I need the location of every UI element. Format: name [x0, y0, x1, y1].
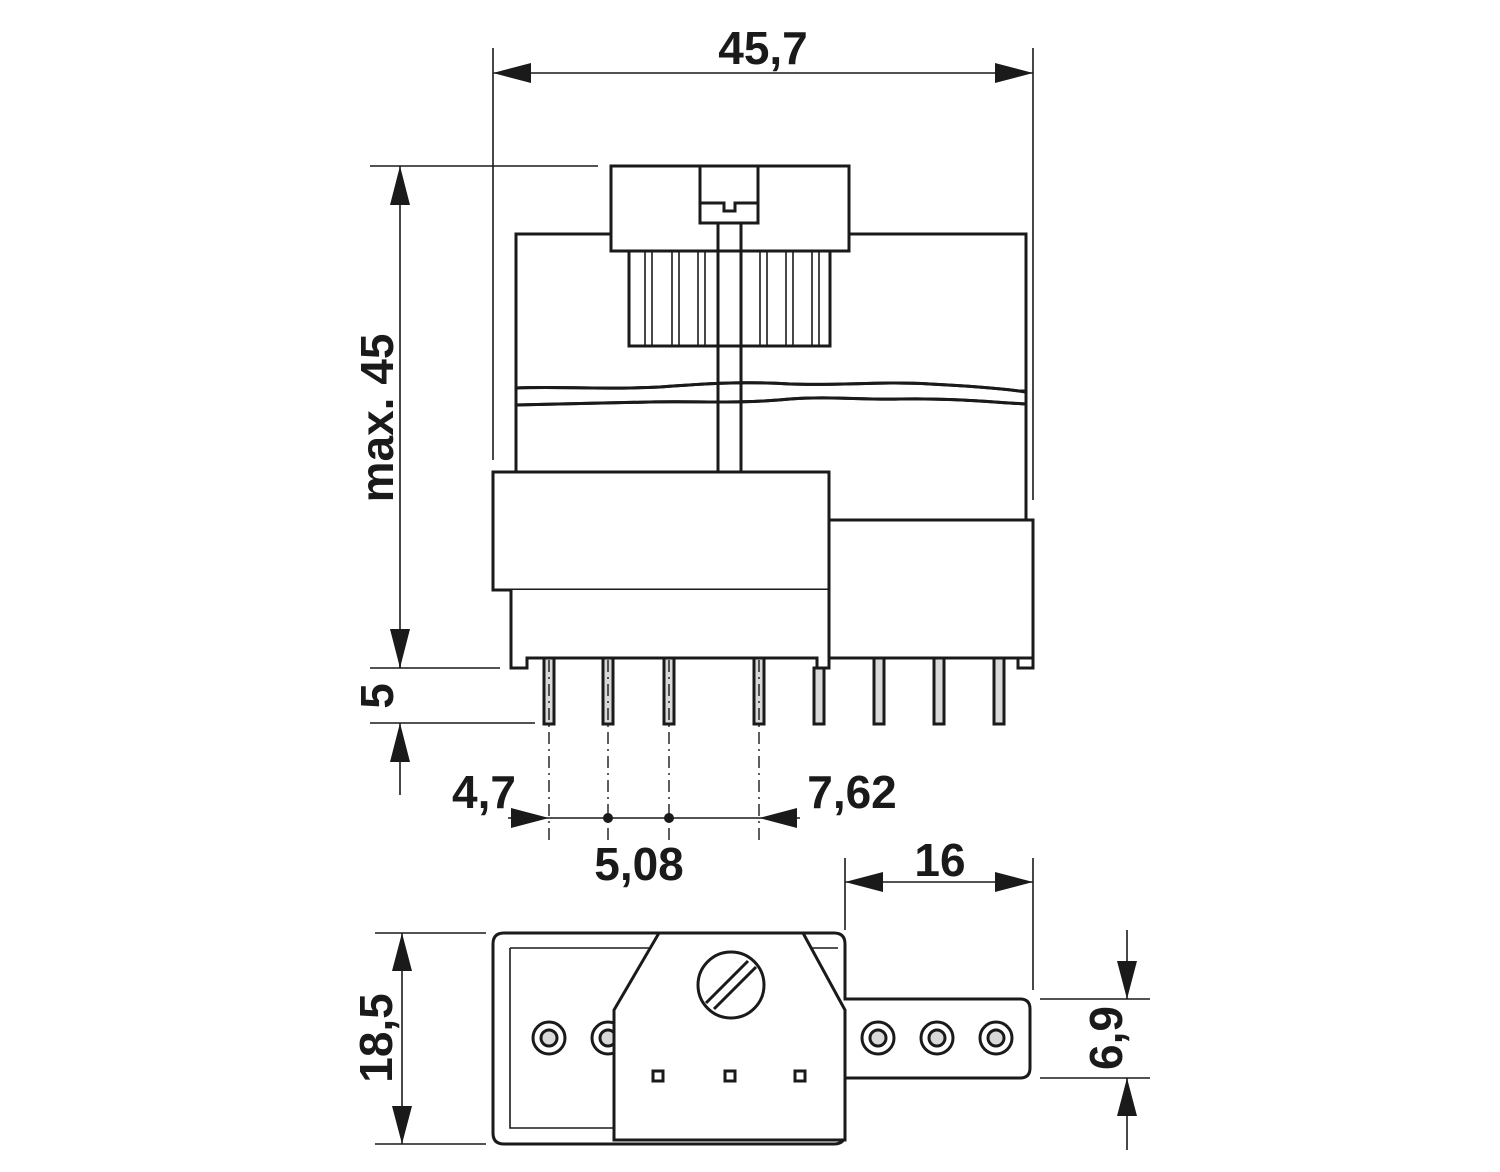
dimension-overall-height-label: max. 45	[351, 334, 403, 503]
dimension-pitch: 4,7 5,08 7,62	[452, 766, 897, 890]
dimension-tab-depth-label: 6,9	[1080, 1006, 1132, 1070]
dimension-overall-height: max. 45	[351, 166, 410, 668]
dimension-base-depth: 18,5	[350, 932, 486, 1145]
dimension-tab-width-label: 16	[914, 834, 965, 886]
connector-cap	[609, 164, 851, 253]
terminal-housing	[491, 470, 831, 592]
screw-head-icon	[696, 950, 766, 1020]
front-view: 45,7 max. 45 5	[351, 22, 1035, 890]
dimension-overall-width: 45,7	[493, 22, 1033, 83]
dimension-base-depth-label: 18,5	[350, 993, 402, 1083]
dimension-overall-width-label: 45,7	[718, 22, 808, 74]
top-view: 16 18,5 6,9	[350, 834, 1150, 1150]
dimension-pin-length-label: 5	[351, 683, 403, 709]
dimension-pin-length: 5	[351, 640, 410, 795]
pins	[542, 656, 1006, 726]
dimension-pitch-small-label: 5,08	[594, 838, 684, 890]
connector-plug	[612, 931, 847, 1142]
dimension-pitch-large-label: 7,62	[807, 766, 897, 818]
dimension-tab-depth: 6,9	[1040, 930, 1150, 1150]
dimension-tab-width: 16	[844, 834, 1034, 990]
dimension-pin-offset-label: 4,7	[452, 766, 516, 818]
